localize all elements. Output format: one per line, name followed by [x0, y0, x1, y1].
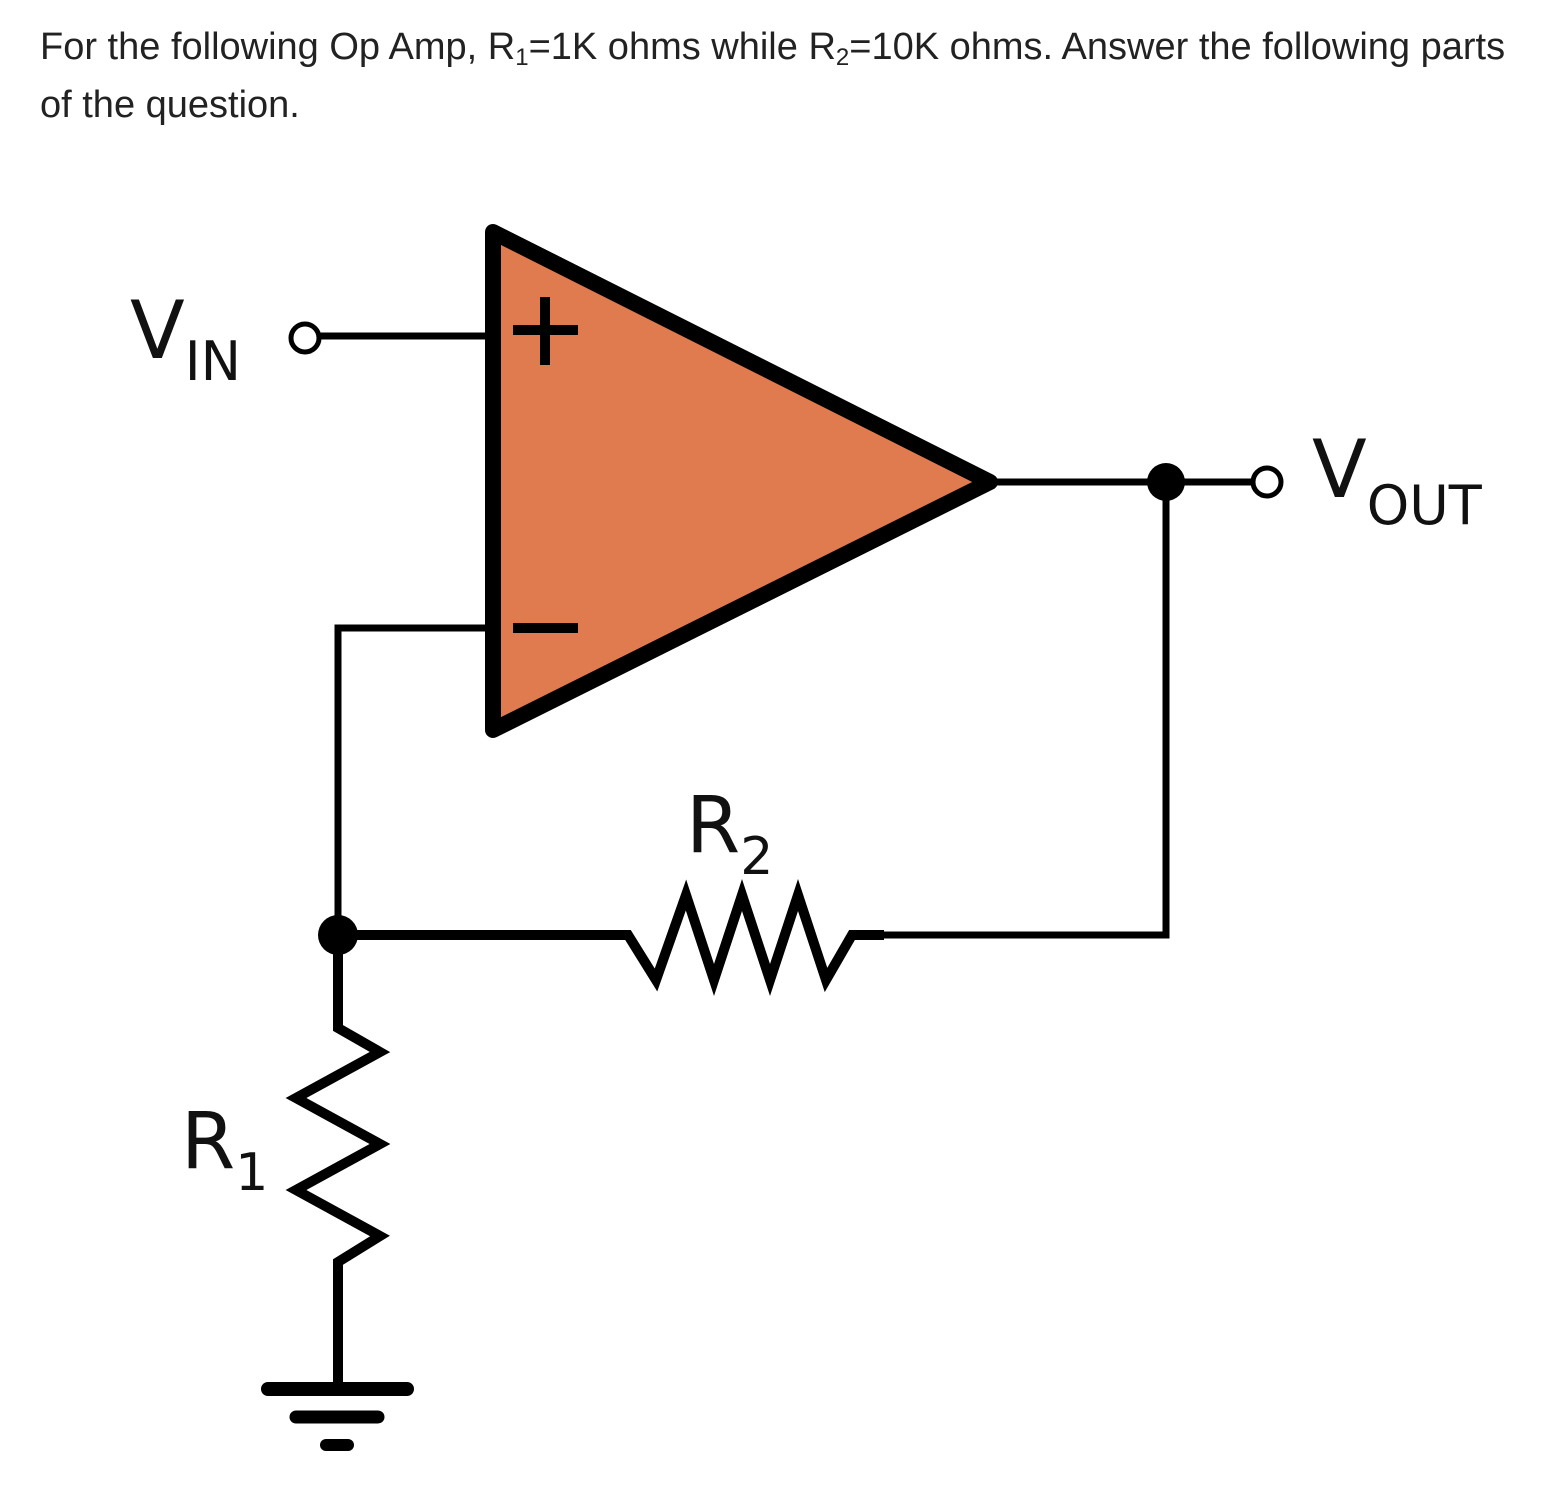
r1-resistor — [285, 935, 391, 1385]
feedback-wire — [882, 482, 1170, 939]
op-amp-triangle — [485, 224, 998, 738]
non-inverting-plus-sign — [513, 297, 578, 365]
vout-label: VOUT — [1312, 423, 1483, 537]
vin-label: VIN — [130, 284, 241, 393]
ground-icon — [261, 1382, 414, 1451]
r2-resistor — [338, 879, 884, 996]
r2-label: R2 — [686, 781, 773, 887]
question-text: For the following Op Amp, R1=1K ohms whi… — [40, 26, 1506, 126]
r1-label: R1 — [181, 1097, 268, 1203]
vout-terminal — [1250, 465, 1284, 499]
vin-terminal — [288, 321, 322, 355]
inverting-input-wire — [334, 624, 493, 935]
